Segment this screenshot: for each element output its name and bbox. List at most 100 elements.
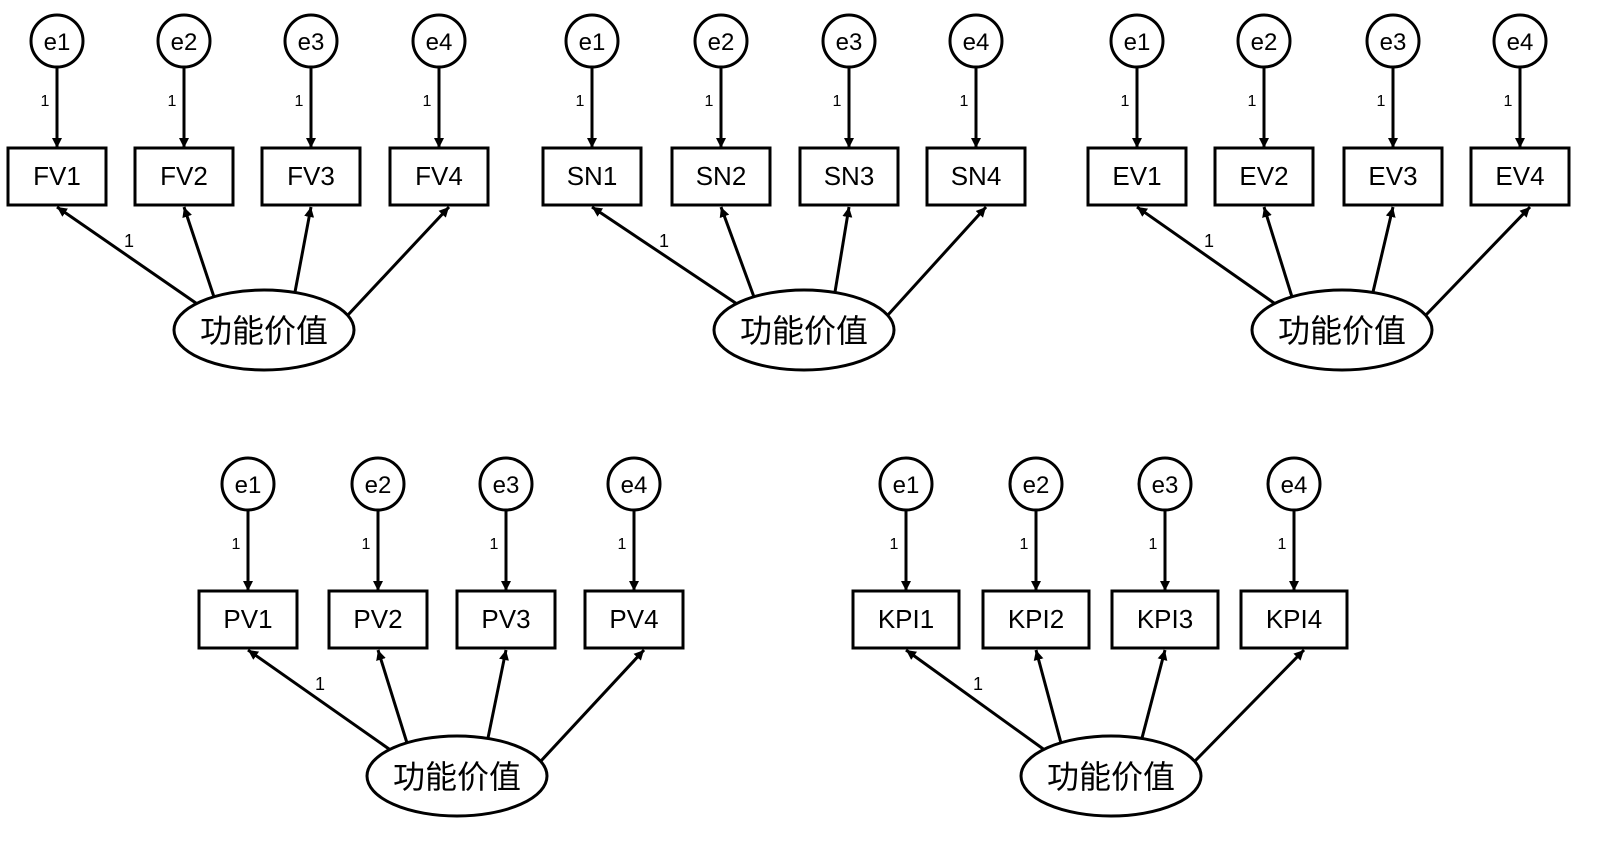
loading-path-arrow [293,206,315,293]
indicator-label: EV1 [1112,161,1161,191]
error-term-label: e3 [493,472,520,499]
error-term-label: e1 [579,29,606,56]
error-term-circle [1109,13,1165,69]
indicator-box [327,589,429,650]
error-term-circle [1236,13,1292,69]
latent-variable-ellipse [712,288,896,372]
error-weight-label: 1 [1278,536,1287,553]
error-term-label: e4 [426,29,453,56]
error-weight-label: 1 [705,93,714,110]
error-term-label: e3 [1380,29,1407,56]
indicator-box [6,146,108,207]
error-term-circle [29,13,85,69]
error-term-label: e3 [298,29,325,56]
loading-fixed-label: 1 [659,231,669,251]
loading-path-arrow [905,648,1054,758]
error-term-circle [478,456,534,512]
latent-variable-label: 功能价值 [1278,312,1406,350]
indicator-label: SN4 [951,161,1002,191]
indicator-label: SN2 [696,161,747,191]
latent-variable-label: 功能价值 [393,758,521,796]
error-weight-label: 1 [490,536,499,553]
loading-path-arrow [1423,205,1532,318]
error-term-label: e4 [1507,29,1534,56]
error-term-circle [821,13,877,69]
error-weight-label: 1 [1020,536,1029,553]
error-term-label: e2 [708,29,735,56]
latent-variable-ellipse [172,288,356,372]
indicator-label: FV4 [415,161,463,191]
loading-path-arrow [1140,649,1168,739]
loading-path-arrow [885,205,988,318]
error-term-circle [1266,456,1322,512]
loading-path-arrow [345,205,451,318]
error-term-circle [283,13,339,69]
indicator-label: KPI2 [1008,604,1064,634]
indicator-box [197,589,299,650]
loading-path-arrow [56,205,207,312]
latent-variable-label: 功能价值 [200,312,328,350]
loading-fixed-label: 1 [124,231,134,251]
indicator-box [133,146,235,207]
indicator-label: PV2 [353,604,402,634]
error-weight-label: 1 [890,536,899,553]
error-term-label: e2 [1023,472,1050,499]
loading-path-arrow [1033,649,1063,744]
indicator-box [1239,589,1349,650]
error-term-circle [156,13,212,69]
indicator-box [1086,146,1188,207]
indicator-label: KPI3 [1137,604,1193,634]
error-term-circle [564,13,620,69]
error-term-label: e1 [893,472,920,499]
indicator-label: FV3 [287,161,335,191]
error-weight-label: 1 [232,536,241,553]
error-weight-label: 1 [1377,93,1386,110]
indicator-box [925,146,1027,207]
error-term-label: e2 [365,472,392,499]
latent-variable-ellipse [1250,288,1434,372]
error-term-circle [1137,456,1193,512]
error-weight-label: 1 [1149,536,1158,553]
error-weight-label: 1 [362,536,371,553]
indicator-box [851,589,961,650]
indicator-box [670,146,772,207]
indicator-box [541,146,643,207]
loading-path-arrow [719,206,756,298]
loading-path-arrow [376,649,409,744]
loading-path-arrow [591,205,747,312]
error-weight-label: 1 [960,93,969,110]
error-term-circle [411,13,467,69]
loading-path-arrow [1262,206,1294,298]
latent-variable-ellipse [365,734,549,818]
indicator-label: PV1 [223,604,272,634]
latent-variable-ellipse [1019,734,1203,818]
error-weight-label: 1 [41,93,50,110]
error-weight-label: 1 [1504,93,1513,110]
error-term-circle [878,456,934,512]
loading-path-arrow [247,648,400,758]
error-term-label: e3 [1152,472,1179,499]
indicator-label: SN3 [824,161,875,191]
indicator-box [583,589,685,650]
loading-path-arrow [486,649,509,739]
error-weight-label: 1 [1248,93,1257,110]
error-term-label: e4 [1281,472,1308,499]
error-term-circle [1492,13,1548,69]
loading-path-arrow [1371,206,1396,293]
error-weight-label: 1 [423,93,432,110]
loading-path-arrow [833,206,853,293]
error-weight-label: 1 [295,93,304,110]
indicator-label: PV4 [609,604,658,634]
indicator-box [1110,589,1220,650]
indicator-box [1469,146,1571,207]
error-term-label: e1 [44,29,71,56]
error-term-circle [1008,456,1064,512]
error-weight-label: 1 [1121,93,1130,110]
indicator-label: EV3 [1368,161,1417,191]
error-term-circle [693,13,749,69]
error-term-label: e3 [836,29,863,56]
